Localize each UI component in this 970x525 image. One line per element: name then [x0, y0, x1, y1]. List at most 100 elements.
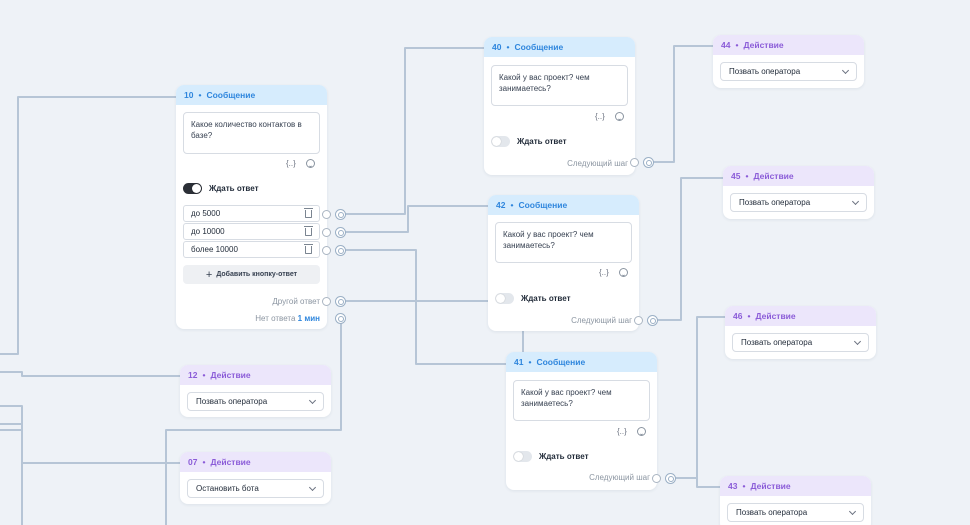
- action-select-value: Позвать оператора: [736, 508, 808, 517]
- separator: •: [528, 357, 532, 367]
- wire-left-to-10: [0, 96, 176, 355]
- message-text-field[interactable]: Какое количество контактов в базе?: [183, 112, 320, 154]
- output-port[interactable]: [322, 228, 331, 237]
- node-header[interactable]: 43 • Действие: [720, 476, 871, 496]
- node-action-44[interactable]: 44 • Действие Позвать оператора: [713, 35, 864, 88]
- node-header[interactable]: 45 • Действие: [723, 166, 874, 186]
- node-action-43[interactable]: 43 • Действие Позвать оператора: [720, 476, 871, 525]
- connector-port[interactable]: [643, 157, 654, 168]
- variables-icon[interactable]: {..}: [595, 112, 605, 121]
- action-select[interactable]: Позвать оператора: [727, 503, 864, 522]
- node-type: Сообщение: [536, 357, 586, 367]
- connector-port[interactable]: [647, 315, 658, 326]
- separator: •: [742, 481, 746, 491]
- separator: •: [510, 200, 514, 210]
- wait-answer-label: Ждать ответ: [209, 184, 259, 193]
- variables-icon[interactable]: {..}: [286, 159, 296, 168]
- node-header[interactable]: 46 • Действие: [725, 306, 876, 326]
- action-select[interactable]: Позвать оператора: [187, 392, 324, 411]
- node-message-40[interactable]: 40 • Сообщение Какой у вас проект? чем з…: [484, 37, 635, 175]
- wire-opt2-to-42: [341, 205, 488, 233]
- node-type: Действие: [750, 481, 791, 491]
- message-text-field[interactable]: Какой у вас проект? чем занимаетесь?: [513, 380, 650, 421]
- wire-42-to-45: [653, 177, 723, 321]
- no-answer-row[interactable]: Нет ответа 1 мин: [255, 314, 320, 323]
- node-message-10[interactable]: 10 • Сообщение Какое количество контакто…: [176, 85, 327, 329]
- emoji-icon[interactable]: [614, 112, 624, 121]
- output-port[interactable]: [322, 210, 331, 219]
- message-text-field[interactable]: Какой у вас проект? чем занимаетесь?: [495, 222, 632, 263]
- node-id: 43: [728, 481, 738, 491]
- trash-icon[interactable]: [304, 225, 313, 236]
- action-select-value: Остановить бота: [196, 484, 259, 493]
- node-header[interactable]: 44 • Действие: [713, 35, 864, 55]
- output-port[interactable]: [634, 316, 643, 325]
- action-select-value: Позвать оператора: [729, 67, 801, 76]
- emoji-icon[interactable]: [636, 427, 646, 436]
- answer-option-3[interactable]: более 10000: [183, 241, 320, 258]
- node-message-42[interactable]: 42 • Сообщение Какой у вас проект? чем з…: [488, 195, 639, 331]
- node-type: Действие: [755, 311, 796, 321]
- node-header[interactable]: 10 • Сообщение: [176, 85, 327, 105]
- node-message-41[interactable]: 41 • Сообщение Какой у вас проект? чем з…: [506, 352, 657, 490]
- trash-icon[interactable]: [304, 243, 313, 254]
- wire-41-to-46: [670, 316, 725, 479]
- add-answer-button[interactable]: + Добавить кнопку-ответ: [183, 265, 320, 284]
- node-header[interactable]: 42 • Сообщение: [488, 195, 639, 215]
- wait-answer-toggle[interactable]: [495, 293, 514, 304]
- action-select-value: Позвать оператора: [739, 198, 811, 207]
- output-port[interactable]: [322, 297, 331, 306]
- node-action-46[interactable]: 46 • Действие Позвать оператора: [725, 306, 876, 359]
- emoji-icon[interactable]: [618, 268, 628, 277]
- node-id: 10: [184, 90, 194, 100]
- node-id: 42: [496, 200, 506, 210]
- connector-port[interactable]: [335, 245, 346, 256]
- node-id: 12: [188, 370, 198, 380]
- chevron-down-icon: [841, 66, 850, 74]
- node-action-07[interactable]: 07 • Действие Остановить бота: [180, 452, 331, 504]
- action-select[interactable]: Позвать оператора: [720, 62, 857, 81]
- node-type: Сообщение: [206, 90, 256, 100]
- variables-icon[interactable]: {..}: [617, 427, 627, 436]
- node-id: 44: [721, 40, 731, 50]
- node-id: 46: [733, 311, 743, 321]
- separator: •: [198, 90, 202, 100]
- connector-port[interactable]: [335, 227, 346, 238]
- output-port[interactable]: [652, 474, 661, 483]
- answer-option-2[interactable]: до 10000: [183, 223, 320, 240]
- chevron-down-icon: [851, 197, 860, 205]
- other-answer-label: Другой ответ: [272, 297, 320, 306]
- output-port[interactable]: [322, 246, 331, 255]
- chevron-down-icon: [848, 507, 857, 515]
- action-select[interactable]: Позвать оператора: [732, 333, 869, 352]
- trash-icon[interactable]: [304, 207, 313, 218]
- node-header[interactable]: 40 • Сообщение: [484, 37, 635, 57]
- node-header[interactable]: 41 • Сообщение: [506, 352, 657, 372]
- node-id: 40: [492, 42, 502, 52]
- node-header[interactable]: 07 • Действие: [180, 452, 331, 472]
- plus-icon: +: [205, 268, 213, 281]
- node-header[interactable]: 12 • Действие: [180, 365, 331, 385]
- node-action-45[interactable]: 45 • Действие Позвать оператора: [723, 166, 874, 219]
- connector-port[interactable]: [335, 209, 346, 220]
- wait-answer-toggle[interactable]: [513, 451, 532, 462]
- no-answer-time[interactable]: 1 мин: [297, 314, 320, 323]
- node-action-12[interactable]: 12 • Действие Позвать оператора: [180, 365, 331, 417]
- wait-answer-toggle[interactable]: [183, 183, 202, 194]
- output-port[interactable]: [630, 158, 639, 167]
- wait-answer-label: Ждать ответ: [539, 452, 589, 461]
- action-select[interactable]: Остановить бота: [187, 479, 324, 498]
- answer-option-1[interactable]: до 5000: [183, 205, 320, 222]
- separator: •: [745, 171, 749, 181]
- node-type: Действие: [743, 40, 784, 50]
- connector-port[interactable]: [335, 296, 346, 307]
- emoji-icon[interactable]: [305, 159, 315, 168]
- connector-port[interactable]: [335, 313, 346, 324]
- action-select[interactable]: Позвать оператора: [730, 193, 867, 212]
- wait-answer-toggle[interactable]: [491, 136, 510, 147]
- variables-icon[interactable]: {..}: [599, 268, 609, 277]
- connector-port[interactable]: [665, 473, 676, 484]
- separator: •: [202, 457, 206, 467]
- message-text-field[interactable]: Какой у вас проект? чем занимаетесь?: [491, 65, 628, 106]
